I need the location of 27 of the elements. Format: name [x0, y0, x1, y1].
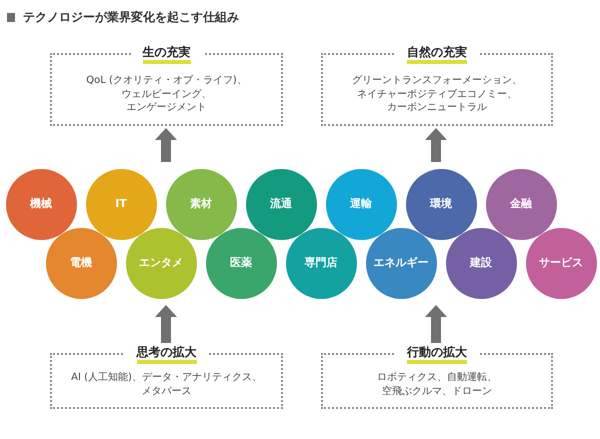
- box-text: QoL (クオリティ・オブ・ライフ)、ウェルビーイング、エンゲージメント: [86, 74, 247, 114]
- category-box: [321, 345, 553, 409]
- box-text: グリーントランスフォーメーション、ネイチャーポジティブエコノミー、カーボンニュートラル: [352, 74, 522, 114]
- industry-label: エネルギー: [374, 256, 428, 270]
- industry-label: 電機: [70, 256, 92, 270]
- arrow: [155, 305, 177, 343]
- industry-label: 素材: [190, 197, 212, 211]
- industry-label: サービス: [539, 256, 583, 270]
- industry-label: エンタメ: [139, 256, 183, 270]
- industry-label: 流通: [270, 197, 292, 211]
- industry-label: 専門店: [304, 256, 338, 270]
- industry-label: 機械: [30, 197, 52, 211]
- box-text: ロボティクス、自動運転、空飛ぶクルマ、ドローン: [377, 371, 497, 398]
- industry-label: 環境: [430, 197, 452, 211]
- diagram-title: テクノロジーが業界変化を起こす仕組み: [23, 9, 239, 25]
- industry-label: 金融: [510, 197, 532, 211]
- box-text: AI (人工知能)、データ・アナリティクス、メタバース: [71, 371, 262, 398]
- arrow: [425, 128, 447, 162]
- industry-label: IT: [115, 197, 127, 211]
- industry-label: 運輸: [350, 197, 372, 211]
- category-box: [321, 45, 553, 126]
- industry-label: 建設: [470, 256, 492, 270]
- industry-label: 医薬: [230, 256, 252, 270]
- category-box: [50, 345, 283, 409]
- arrow: [425, 305, 447, 343]
- arrow: [155, 128, 177, 162]
- category-box: [50, 45, 283, 126]
